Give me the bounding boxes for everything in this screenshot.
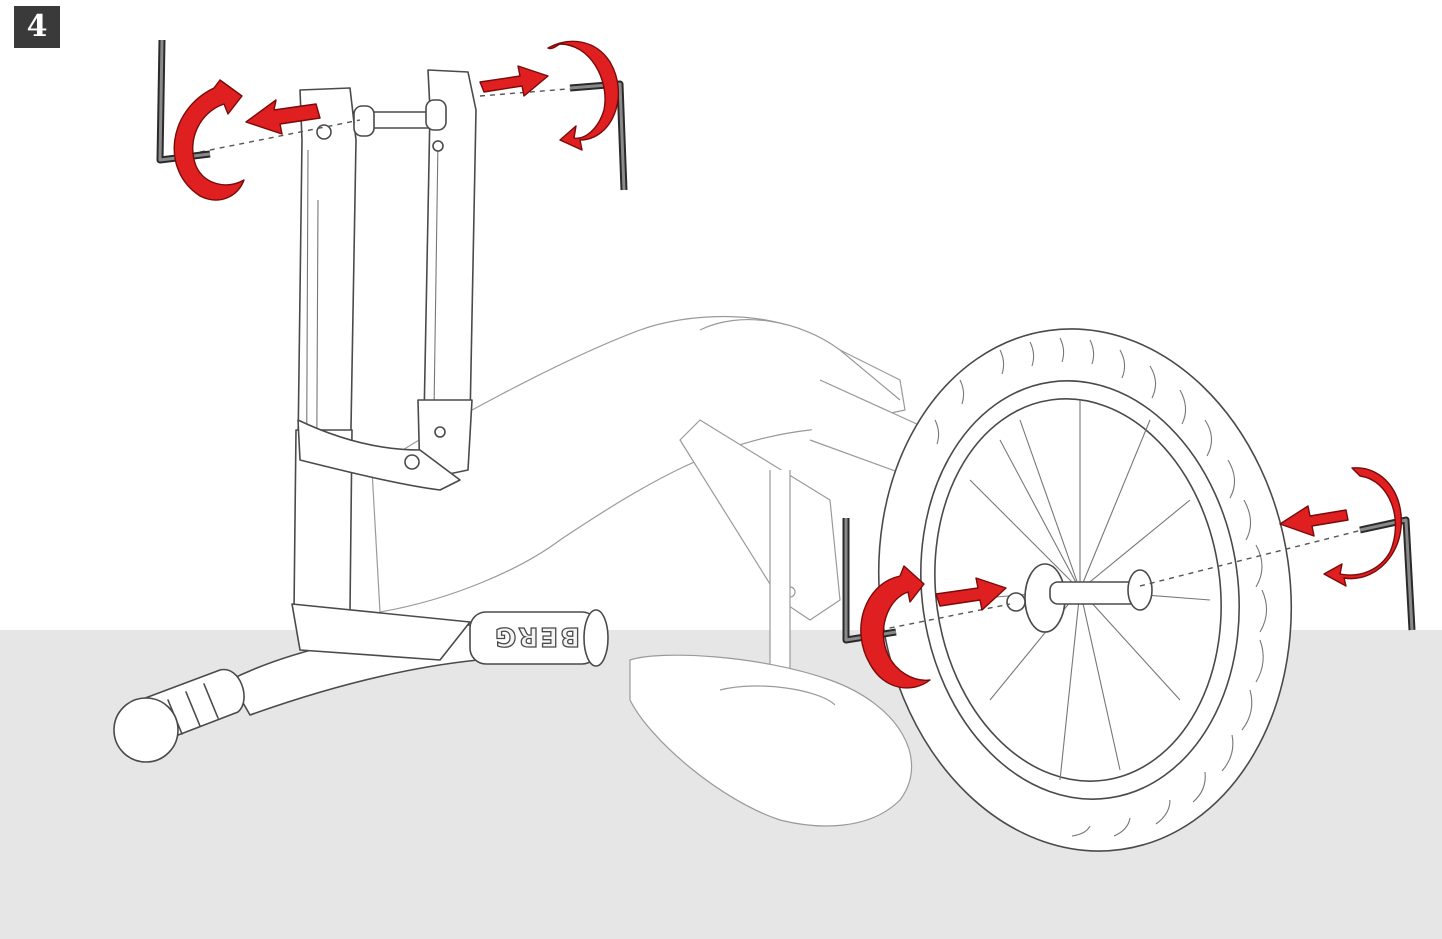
rotation-arrow-icon: [1323, 467, 1403, 587]
direction-arrow-icon: [479, 65, 549, 97]
direction-arrow-icon: [1279, 505, 1349, 537]
rotation-arrow-icon: [173, 79, 245, 201]
direction-arrow-icon: [935, 577, 1007, 611]
handlebar: BERG: [113, 603, 609, 763]
left-grip: [113, 668, 245, 763]
bike-frame: [371, 315, 961, 827]
direction-arrow-icon: [245, 99, 321, 135]
front-fork: [293, 69, 477, 611]
hex-key-icon: [569, 80, 628, 191]
grip-brand-text: BERG: [493, 621, 580, 651]
step-number-badge: 4: [14, 6, 60, 48]
alignment-lines: [199, 87, 1371, 633]
rotation-arrow-icon: [860, 565, 931, 689]
front-wheel: [877, 328, 1293, 852]
bike-seat: [629, 654, 913, 827]
right-grip: BERG: [469, 609, 609, 667]
hex-key-icon: [1359, 516, 1416, 631]
rotation-arrow-icon: [547, 40, 620, 151]
